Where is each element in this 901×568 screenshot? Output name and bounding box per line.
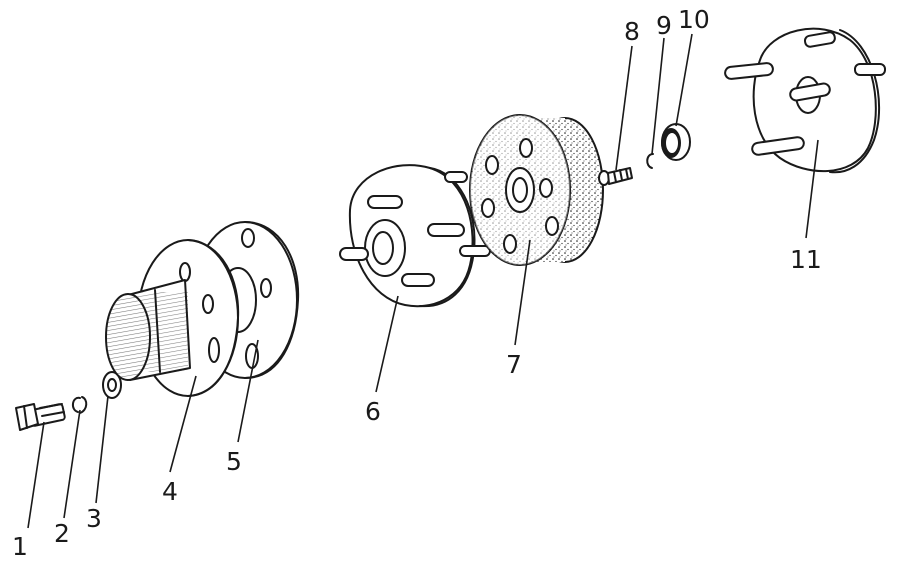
leader-5 — [237, 339, 259, 443]
leader-8 — [615, 45, 633, 171]
callout-8: 8 — [624, 17, 640, 46]
part-2-spring-washer — [72, 396, 88, 414]
callout-10: 10 — [678, 5, 710, 34]
callout-6: 6 — [365, 397, 381, 426]
part-7-rubber-disc — [469, 114, 604, 266]
leader-7 — [514, 239, 531, 346]
part-8-screw — [598, 167, 633, 186]
callout-labels: 1 2 3 4 5 6 7 8 9 10 11 — [12, 5, 822, 561]
leader-6 — [375, 295, 399, 393]
leader-2 — [63, 409, 81, 519]
leader-9 — [651, 37, 665, 155]
part-6-coupling-spider — [339, 164, 491, 308]
part-10-cap — [661, 123, 691, 161]
leader-1 — [27, 421, 45, 529]
part-1-bolt — [15, 403, 66, 431]
leader-11 — [805, 139, 819, 239]
callout-7: 7 — [506, 350, 522, 379]
leader-4 — [169, 375, 197, 473]
callout-5: 5 — [226, 447, 242, 476]
part-4-hub — [105, 239, 240, 397]
part-9-circlip — [646, 153, 654, 169]
leader-10 — [675, 33, 693, 127]
callout-9: 9 — [656, 11, 672, 40]
callout-1: 1 — [12, 532, 28, 561]
callout-11: 11 — [790, 245, 822, 274]
callout-2: 2 — [54, 519, 70, 548]
callout-4: 4 — [162, 477, 178, 506]
part-11-flange-yoke — [724, 27, 886, 174]
leader-3 — [95, 395, 109, 504]
callout-3: 3 — [86, 504, 102, 533]
part-3-washer — [102, 371, 122, 399]
leader-lines — [27, 33, 819, 529]
